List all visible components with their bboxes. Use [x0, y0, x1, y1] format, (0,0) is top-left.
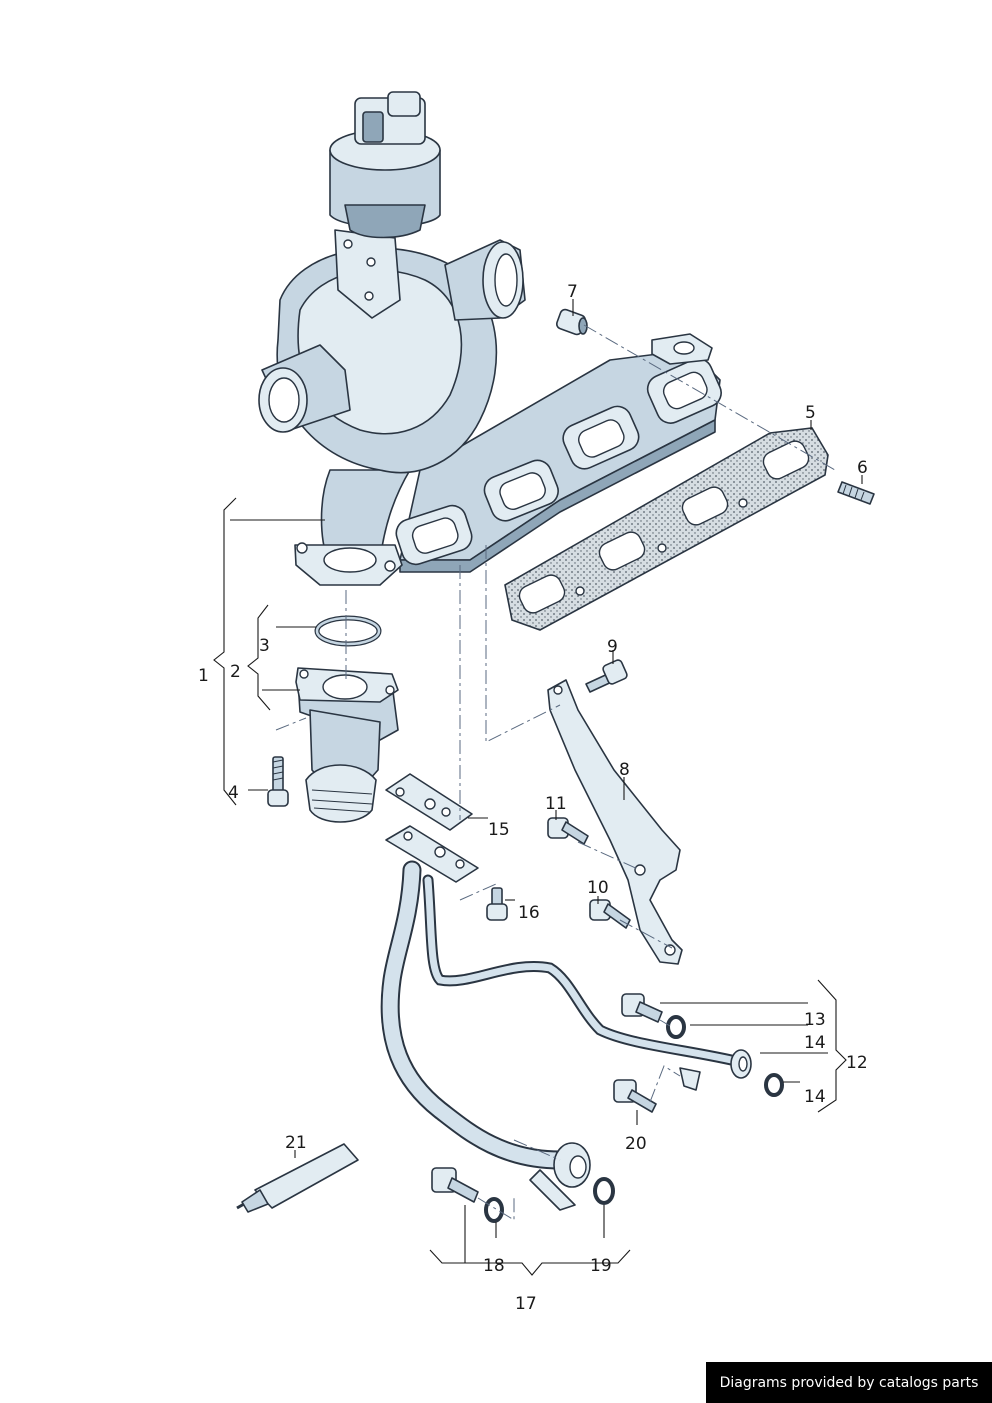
callout-labels: 1 2 3 4 5 6 7 8 9 10 11 12 13 14 14 15 1…: [198, 282, 868, 1314]
flange-adapter-2: [295, 667, 399, 823]
callout-9: 9: [607, 637, 618, 657]
stud-6: [837, 481, 875, 505]
turbocharger-assembly: [258, 91, 722, 586]
banjo-bolt-18: [431, 1167, 479, 1203]
bolt-4: [267, 756, 289, 807]
callout-21: 21: [285, 1133, 307, 1153]
oil-pipe-17: [380, 825, 591, 1211]
leader-lines: [213, 299, 863, 1276]
banjo-bolt-13: [621, 993, 663, 1023]
callout-17: 17: [515, 1294, 537, 1314]
sealant-tube-21: [236, 1143, 359, 1213]
callout-7: 7: [567, 282, 578, 302]
bolt-11: [547, 817, 589, 845]
callout-14-lower: 14: [804, 1087, 826, 1107]
callout-2: 2: [230, 662, 241, 682]
callout-15: 15: [488, 820, 510, 840]
seal-19: [593, 1177, 615, 1205]
callout-4: 4: [228, 783, 239, 803]
callout-1: 1: [198, 666, 209, 686]
watermark-text: Diagrams provided by catalogs parts: [719, 1374, 979, 1391]
plate-15: [385, 773, 473, 831]
nut-7: [555, 308, 588, 336]
callout-11: 11: [545, 794, 567, 814]
bracket-8: [547, 679, 683, 965]
callout-5: 5: [805, 403, 816, 423]
watermark-banner: Diagrams provided by catalogs parts: [706, 1362, 992, 1403]
callout-19: 19: [590, 1256, 612, 1276]
seal-14-lower: [764, 1073, 784, 1097]
bolt-20: [613, 1079, 657, 1113]
bolt-9: [585, 659, 628, 693]
oil-line-12: [422, 874, 752, 1091]
callout-8: 8: [619, 760, 630, 780]
callout-10: 10: [587, 878, 609, 898]
callout-20: 20: [625, 1134, 647, 1154]
centerlines: [275, 324, 836, 1221]
manifold-gasket: [504, 427, 829, 631]
seal-14-upper: [666, 1015, 686, 1039]
callout-12: 12: [846, 1053, 868, 1073]
bolt-10: [589, 899, 631, 929]
callout-14-upper: 14: [804, 1033, 826, 1053]
bolt-16: [486, 887, 508, 921]
callout-3: 3: [259, 636, 270, 656]
callout-6: 6: [857, 458, 868, 478]
seal-18: [484, 1197, 504, 1223]
o-ring-3: [314, 615, 382, 647]
callout-18: 18: [483, 1256, 505, 1276]
callout-16: 16: [518, 903, 540, 923]
callout-13: 13: [804, 1010, 826, 1030]
